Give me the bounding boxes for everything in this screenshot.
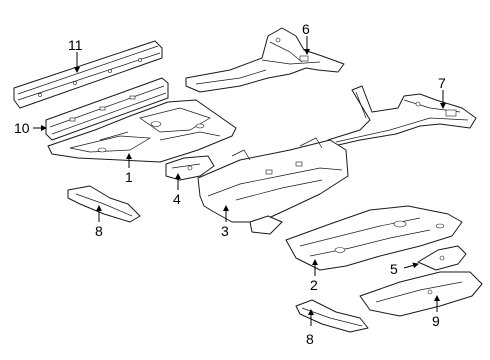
- part-10-inner-rail: [45, 77, 169, 141]
- callout-labels: 11 10 1 6 7 4 3 8 2 5 9 8: [14, 21, 446, 347]
- callout-1: 1: [125, 169, 133, 185]
- callout-6: 6: [302, 21, 310, 37]
- callout-9: 9: [432, 313, 440, 329]
- part-6-front-crossmember: [185, 27, 345, 93]
- part-1-front-floor-pan: [47, 99, 237, 163]
- callout-2: 2: [310, 277, 318, 293]
- callout-5: 5: [390, 261, 398, 277]
- leader-lines: [33, 36, 446, 326]
- part-11-rocker-rail: [13, 40, 163, 109]
- part-5-rear-bracket: [417, 245, 467, 271]
- callout-8-upper: 8: [95, 223, 103, 239]
- callout-4: 4: [173, 191, 181, 207]
- part-3-center-floor-panel: [197, 137, 349, 235]
- callout-10: 10: [14, 120, 30, 136]
- part-8-brace-lower: [295, 299, 369, 333]
- leader-5: [403, 262, 419, 269]
- part-2-rear-floor-pan: [285, 205, 463, 271]
- callout-11: 11: [68, 37, 83, 53]
- callout-8-lower: 8: [306, 331, 314, 347]
- part-8-brace-upper: [67, 185, 141, 223]
- callout-7: 7: [438, 75, 446, 91]
- part-9-rear-shield: [359, 271, 483, 317]
- part-7-rear-frame: [327, 85, 477, 147]
- callout-3: 3: [221, 223, 229, 239]
